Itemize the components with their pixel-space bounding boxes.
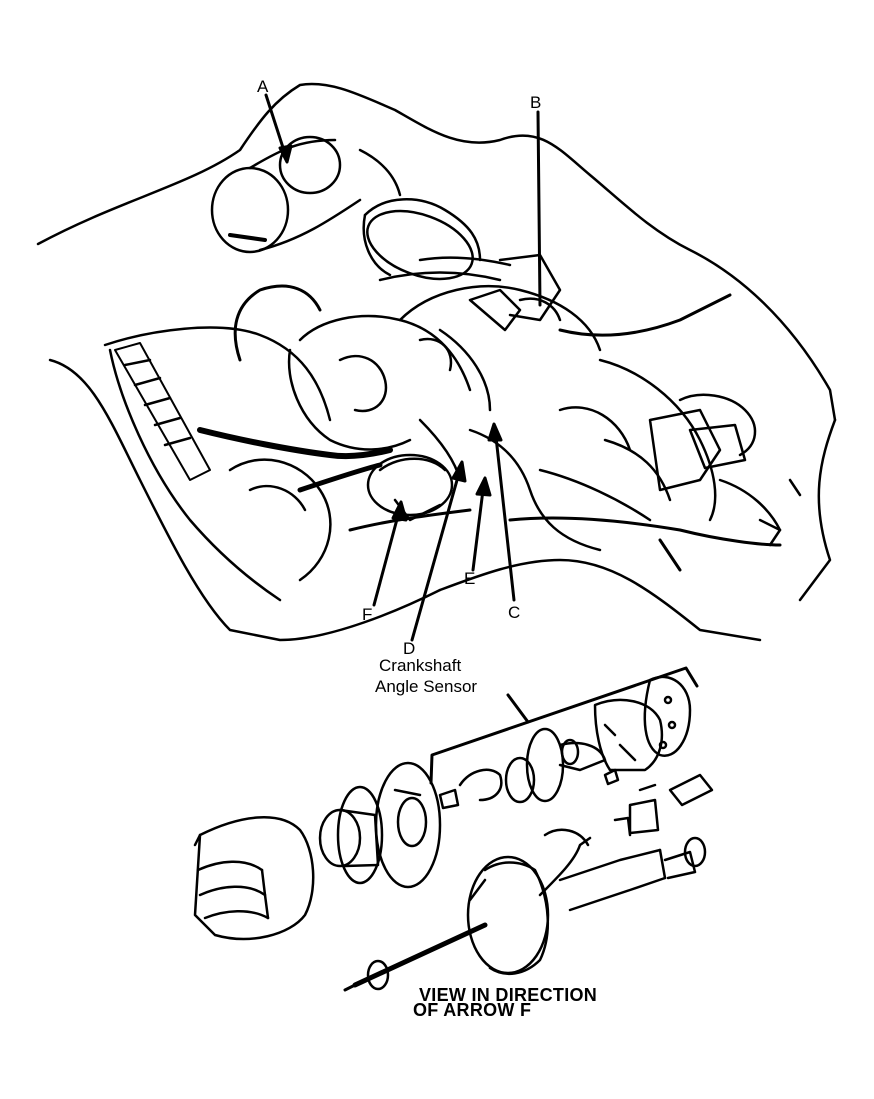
caption-line-1: Crankshaft: [379, 656, 462, 675]
caption-line-2: Angle Sensor: [375, 677, 478, 696]
callout-label-a: A: [257, 77, 269, 96]
callout-label-b: B: [530, 93, 542, 112]
callout-label-e: E: [464, 569, 476, 588]
callout-label-c: C: [508, 603, 521, 622]
exploded-sensor-assembly: [193, 675, 714, 992]
callout-leaders: [264, 93, 699, 785]
engine-bay: [36, 82, 837, 642]
view-note-line-1: VIEW IN DIRECTION: [419, 985, 598, 1005]
view-note-line-2: OF ARROW F: [413, 1000, 532, 1020]
callout-label-d: D: [403, 639, 416, 658]
callout-label-f: F: [362, 605, 373, 624]
